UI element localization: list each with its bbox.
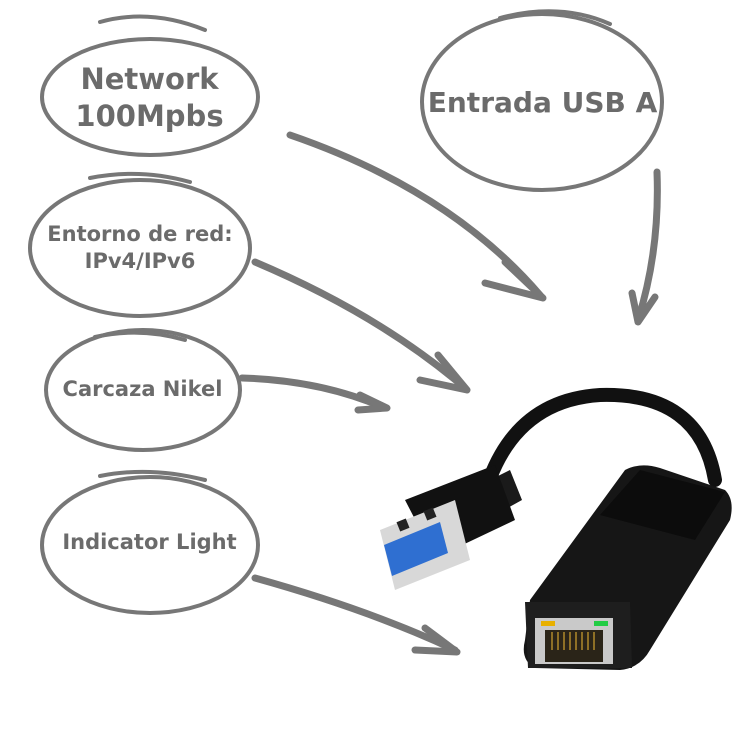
network-environment-label: Entorno de red: IPv4/IPv6 [30, 180, 250, 315]
entorno-bubble-outline [28, 178, 252, 318]
usb-bubble-stroke [498, 9, 612, 26]
network-label-line2: 100Mpbs [75, 98, 224, 133]
usb-label-text: Entrada USB A [427, 86, 658, 119]
carcaza-bubble-outline [44, 328, 242, 452]
network-speed-label: Network 100Mpbs [42, 40, 257, 155]
usb-bubble-outline [420, 12, 664, 192]
led-green-icon [594, 621, 608, 626]
usb-cable [483, 387, 722, 487]
network-bubble-outline [40, 37, 260, 157]
usb-a-plug [380, 465, 515, 590]
entorno-label-line1: Entorno de red: [47, 222, 233, 247]
indicator-bubble-stroke [98, 469, 207, 482]
casing-label: Carcaza Nikel [45, 330, 240, 448]
usb-input-label: Entrada USB A [420, 30, 665, 175]
entorno-arrow-head [416, 351, 471, 394]
led-amber-icon [541, 621, 555, 626]
network-arrow-head [481, 258, 547, 302]
network-label-line1: Network [80, 62, 219, 97]
entorno-arrow [251, 258, 469, 392]
carcaza-bubble-stroke [93, 330, 187, 342]
indicator-label-text: Indicator Light [62, 530, 237, 555]
carcaza-arrow-head [354, 391, 391, 414]
network-bubble-stroke [98, 14, 207, 32]
carcaza-label-text: Carcaza Nikel [62, 376, 223, 401]
indicator-arrow [251, 574, 459, 654]
entorno-label-line2: IPv4/IPv6 [84, 248, 196, 273]
entorno-bubble-stroke [88, 171, 192, 184]
indicator-bubble-outline [40, 475, 260, 615]
indicator-light-label: Indicator Light [42, 480, 257, 605]
ethernet-adapter-body [523, 465, 732, 670]
indicator-arrow-head [411, 624, 461, 656]
usb-arrow [634, 168, 661, 324]
usb-arrow-head [628, 289, 659, 326]
